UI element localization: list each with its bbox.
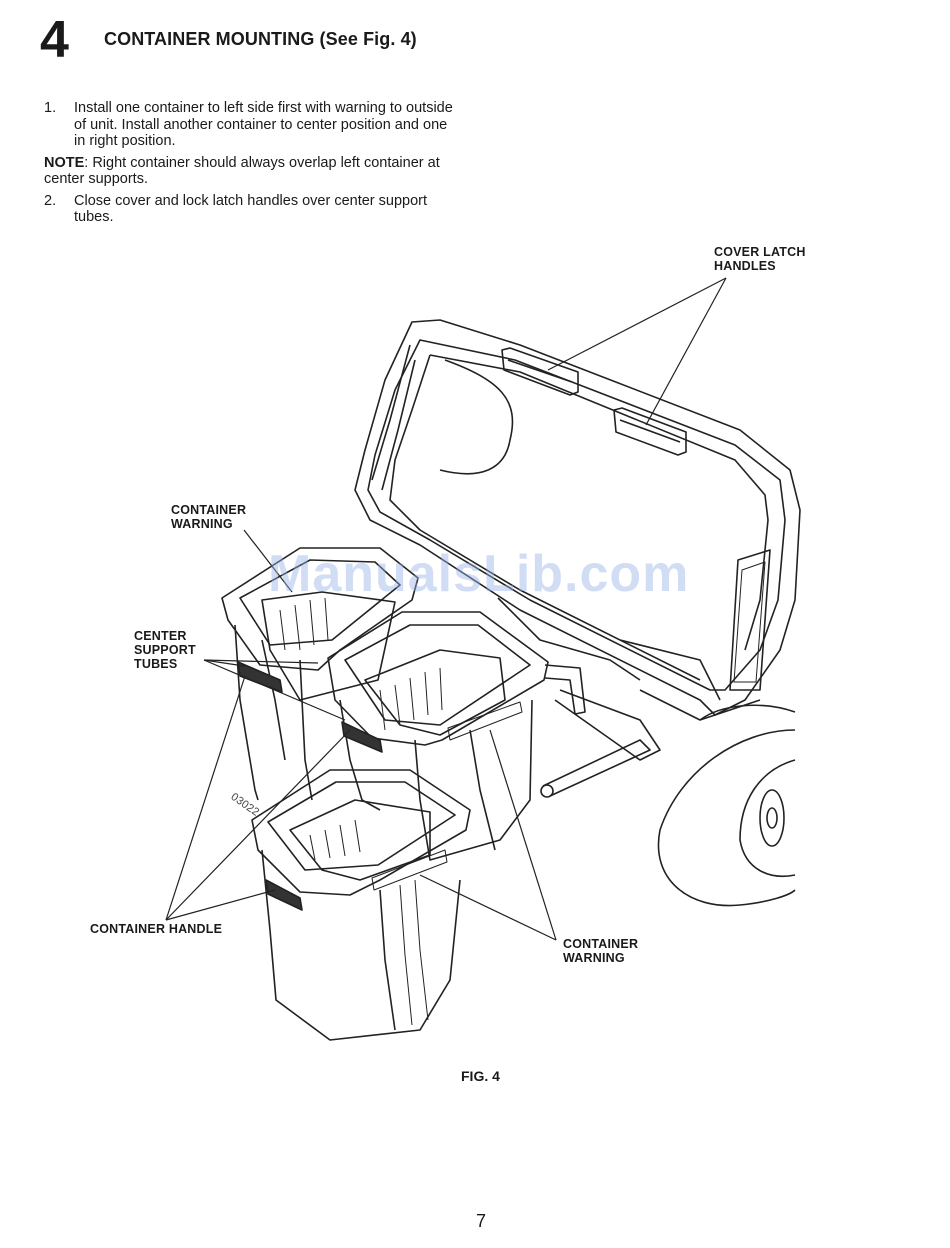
container-mounting-illustration <box>165 277 801 1041</box>
instructions: 1. Install one container to left side fi… <box>44 100 462 226</box>
page-number: 7 <box>476 1211 487 1231</box>
label-center-support-line1: CENTER <box>134 629 187 643</box>
label-container-handle: CONTAINER HANDLE <box>90 922 223 936</box>
cover-latch-handles <box>501 347 687 456</box>
front-container <box>251 769 471 1041</box>
label-center-support-tubes: CENTER SUPPORT TUBES <box>134 629 196 671</box>
label-center-support-line3: TUBES <box>134 657 178 671</box>
step-1-number: 1. <box>44 100 57 116</box>
step-number: 4 <box>40 11 69 69</box>
step-1-text: Install one container to left side first… <box>74 100 453 149</box>
label-container-warning-top-line1: CONTAINER <box>171 503 247 517</box>
label-cover-latch-line1: COVER LATCH <box>714 245 806 259</box>
left-container <box>221 547 419 801</box>
leader-lines <box>165 277 727 941</box>
step-2-number: 2. <box>44 192 57 209</box>
section-title: CONTAINER MOUNTING (See Fig. 4) <box>104 29 417 49</box>
label-container-warning-bottom: CONTAINER WARNING <box>563 937 638 965</box>
step-1: 1. Install one container to left side fi… <box>44 100 462 150</box>
label-container-warning-bottom-line2: WARNING <box>563 951 625 965</box>
label-container-warning-top: CONTAINER WARNING <box>171 503 246 531</box>
note: NOTE: Right container should always over… <box>44 155 462 188</box>
label-container-warning-bottom-line1: CONTAINER <box>563 937 639 951</box>
note-text: : Right container should always overlap … <box>44 154 440 188</box>
label-container-warning-top-line2: WARNING <box>171 517 233 531</box>
step-2: 2. Close cover and lock latch handles ov… <box>44 193 462 226</box>
label-cover-latch-handles: COVER LATCH HANDLES <box>714 245 806 273</box>
note-label: NOTE <box>44 154 85 171</box>
center-container <box>327 611 549 861</box>
mounting-frame <box>497 597 761 798</box>
figure-caption: FIG. 4 <box>461 1068 500 1084</box>
label-cover-latch-line2: HANDLES <box>714 259 776 273</box>
tractor-wheel <box>657 704 796 907</box>
label-center-support-line2: SUPPORT <box>134 643 196 657</box>
watermark: ManualsLib.com <box>268 545 690 603</box>
step-2-text: Close cover and lock latch handles over … <box>74 192 428 226</box>
